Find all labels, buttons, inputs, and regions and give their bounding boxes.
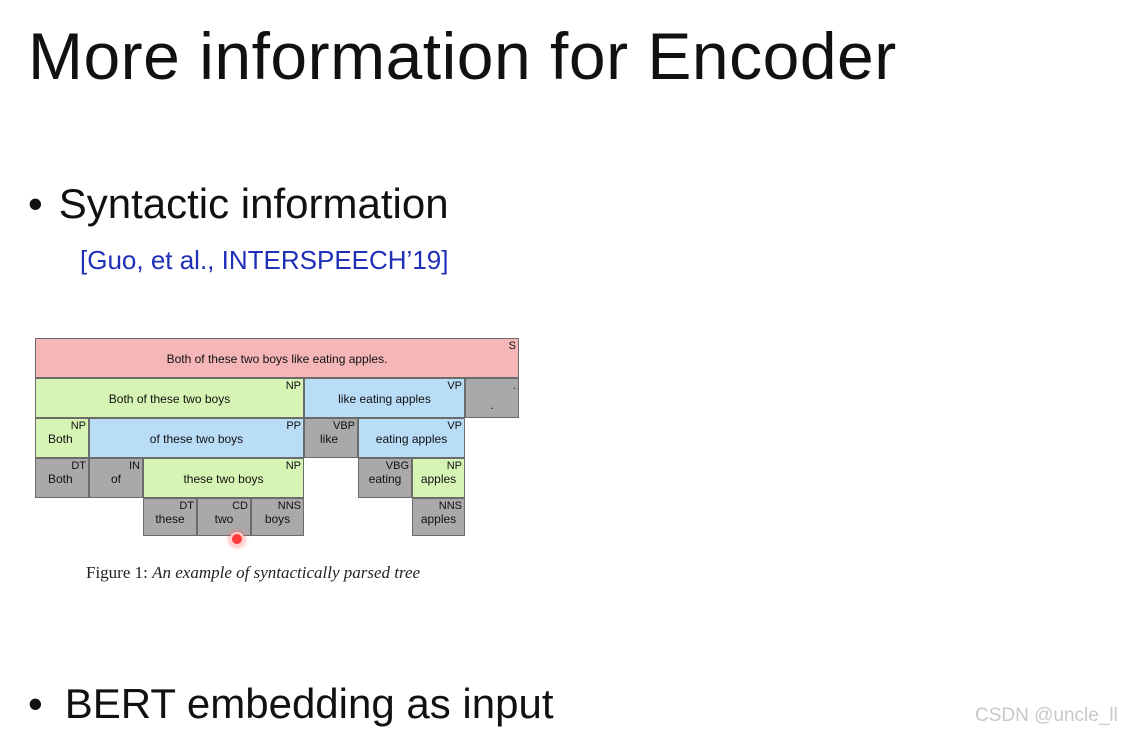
- node-text: apples: [420, 472, 457, 486]
- node-tag: NP: [446, 460, 462, 472]
- parse-tree-figure: S Both of these two boys like eating app…: [35, 338, 520, 538]
- node-text: eating apples: [375, 432, 448, 446]
- node-tag: VBP: [332, 420, 355, 432]
- node-text: Both of these two boys like eating apple…: [166, 352, 388, 366]
- node-text: like eating apples: [338, 392, 431, 406]
- node-tag: S: [508, 340, 516, 352]
- bullet-dot-icon: •: [28, 680, 43, 727]
- node-tag: NNS: [277, 500, 301, 512]
- bullet-syntactic-information: • Syntactic information: [28, 180, 449, 228]
- slide-title: More information for Encoder: [28, 19, 897, 93]
- tree-node-np-inner: NP these two boys: [143, 458, 304, 498]
- node-text: boys: [264, 512, 291, 526]
- node-text: Both: [48, 432, 73, 446]
- node-text: Both: [48, 472, 73, 486]
- tree-node-np-apples: NP apples: [412, 458, 465, 498]
- tree-node-vbg: VBG eating: [358, 458, 412, 498]
- pointer-cursor-icon: [230, 532, 244, 546]
- watermark: CSDN @uncle_ll: [975, 705, 1118, 726]
- figure-caption: Figure 1: An example of syntactically pa…: [86, 563, 420, 583]
- tree-node-nns-apples: NNS apples: [412, 498, 465, 536]
- node-text: these: [155, 512, 185, 526]
- caption-text: An example of syntactically parsed tree: [152, 563, 421, 582]
- node-tag: DT: [71, 460, 86, 472]
- node-text: Both of these two boys: [108, 392, 231, 406]
- node-text: like: [320, 432, 339, 446]
- tree-node-cd: CD two: [197, 498, 251, 536]
- tree-node-dt-both: DT Both: [35, 458, 89, 498]
- bullet-bert-embedding: • BERT embedding as input: [28, 680, 553, 728]
- node-text: eating: [368, 472, 402, 486]
- node-tag: DT: [179, 500, 194, 512]
- tree-node-nns-boys: NNS boys: [251, 498, 304, 536]
- node-tag: NP: [70, 420, 86, 432]
- tree-node-pp: PP of these two boys: [89, 418, 304, 458]
- node-tag: VP: [447, 380, 462, 392]
- tree-node-s: S Both of these two boys like eating app…: [35, 338, 519, 378]
- tree-node-punct: . .: [465, 378, 519, 418]
- node-text: these two boys: [183, 472, 264, 486]
- tree-node-vbp: VBP like: [304, 418, 358, 458]
- node-text: two: [214, 512, 234, 526]
- node-tag: IN: [129, 460, 140, 472]
- node-text: .: [490, 398, 494, 412]
- bullet-text: BERT embedding as input: [64, 680, 554, 727]
- bullet-dot-icon: •: [28, 180, 43, 227]
- tree-node-dt-these: DT these: [143, 498, 197, 536]
- caption-prefix: Figure 1:: [86, 563, 153, 582]
- node-tag: NP: [285, 380, 301, 392]
- tree-node-vp-inner: VP eating apples: [358, 418, 465, 458]
- tree-node-in: IN of: [89, 458, 143, 498]
- tree-node-np: NP Both of these two boys: [35, 378, 304, 418]
- node-tag: PP: [286, 420, 301, 432]
- node-tag: .: [512, 380, 516, 392]
- bullet-text: Syntactic information: [58, 180, 449, 227]
- tree-node-np-both: NP Both: [35, 418, 89, 458]
- node-tag: VP: [447, 420, 462, 432]
- tree-node-vp: VP like eating apples: [304, 378, 465, 418]
- node-tag: NNS: [438, 500, 462, 512]
- citation: [Guo, et al., INTERSPEECH’19]: [80, 245, 449, 275]
- node-tag: CD: [232, 500, 248, 512]
- node-text: apples: [420, 512, 457, 526]
- node-tag: NP: [285, 460, 301, 472]
- node-text: of: [110, 472, 121, 486]
- node-text: of these two boys: [149, 432, 244, 446]
- node-tag: VBG: [385, 460, 409, 472]
